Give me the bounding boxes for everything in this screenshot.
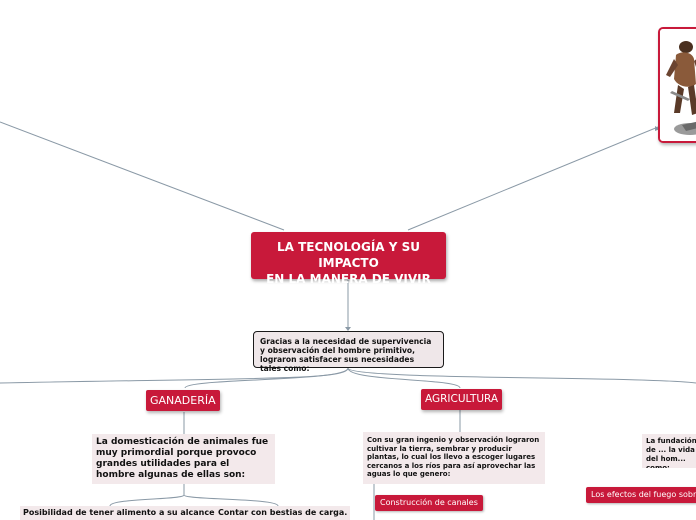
subtopic-construccion-canales[interactable]: Construcción de canales <box>375 495 483 511</box>
root-title-line1: LA TECNOLOGÍA Y SU IMPACTO <box>277 240 420 270</box>
fuego-description[interactable]: La fundación de ... la vida del hom... c… <box>642 434 696 468</box>
branch-ganaderia[interactable]: GANADERÍA <box>146 390 220 411</box>
ganaderia-item-bestias[interactable]: Contar con bestias de carga. <box>215 506 351 520</box>
primitive-man-illustration-icon <box>660 29 696 141</box>
primitive-man-image[interactable] <box>658 27 696 143</box>
branch-agricultura[interactable]: AGRICULTURA <box>421 389 503 410</box>
root-node[interactable]: LA TECNOLOGÍA Y SU IMPACTO EN LA MANERA … <box>251 232 446 286</box>
main-node[interactable]: Gracias a la necesidad de supervivencia … <box>253 331 444 373</box>
root-title-line2: EN LA MANERA DE VIVIR <box>266 272 431 286</box>
agricultura-description[interactable]: Con su gran ingenio y observación lograr… <box>363 432 545 484</box>
subtopic-efectos-fuego[interactable]: Los efectos del fuego sobre el... <box>586 487 696 503</box>
ganaderia-item-alimento[interactable]: Posibilidad de tener alimento a su alcan… <box>20 506 218 520</box>
ganaderia-description[interactable]: La domesticación de animales fue muy pri… <box>92 434 275 484</box>
